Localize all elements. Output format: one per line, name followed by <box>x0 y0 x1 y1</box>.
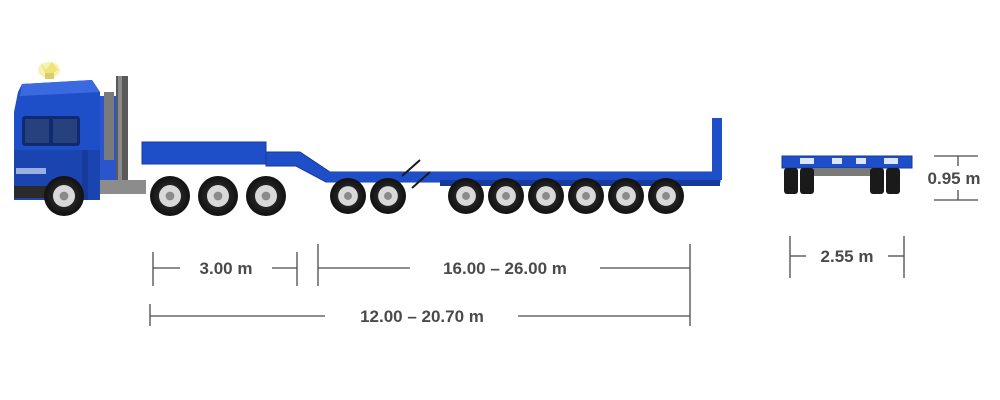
trailer-rear-view <box>781 155 913 194</box>
rear-view-tires <box>784 168 900 194</box>
tractor-cab <box>14 80 100 200</box>
loading-height-label: 0.95 m <box>928 169 981 188</box>
wheel-5 <box>330 178 366 214</box>
wheel-10 <box>568 178 604 214</box>
side-wheels <box>44 176 684 216</box>
rear-stake <box>712 118 722 180</box>
beacon-light-icon <box>38 62 60 79</box>
trailer-main-deck <box>326 172 720 182</box>
wheel-4 <box>246 176 286 216</box>
deck-length-label: 16.00 – 26.00 m <box>443 259 567 278</box>
wheel-1 <box>44 176 84 216</box>
exhaust-stacks <box>100 76 146 194</box>
wheel-6 <box>370 178 406 214</box>
wheel-3 <box>198 176 238 216</box>
gooseneck-length-label: 3.00 m <box>200 259 253 278</box>
wheel-7 <box>448 178 484 214</box>
extendable-break-icon <box>401 159 431 189</box>
gooseneck-deck <box>141 141 267 165</box>
wheel-2 <box>150 176 190 216</box>
wheel-12 <box>648 178 684 214</box>
overall-length-label: 12.00 – 20.70 m <box>360 307 484 326</box>
wheel-9 <box>528 178 564 214</box>
wheel-8 <box>488 178 524 214</box>
truck-side-view <box>14 62 722 216</box>
trailer-width-label: 2.55 m <box>821 247 874 266</box>
dimension-lines <box>149 155 978 326</box>
wheel-11 <box>608 178 644 214</box>
